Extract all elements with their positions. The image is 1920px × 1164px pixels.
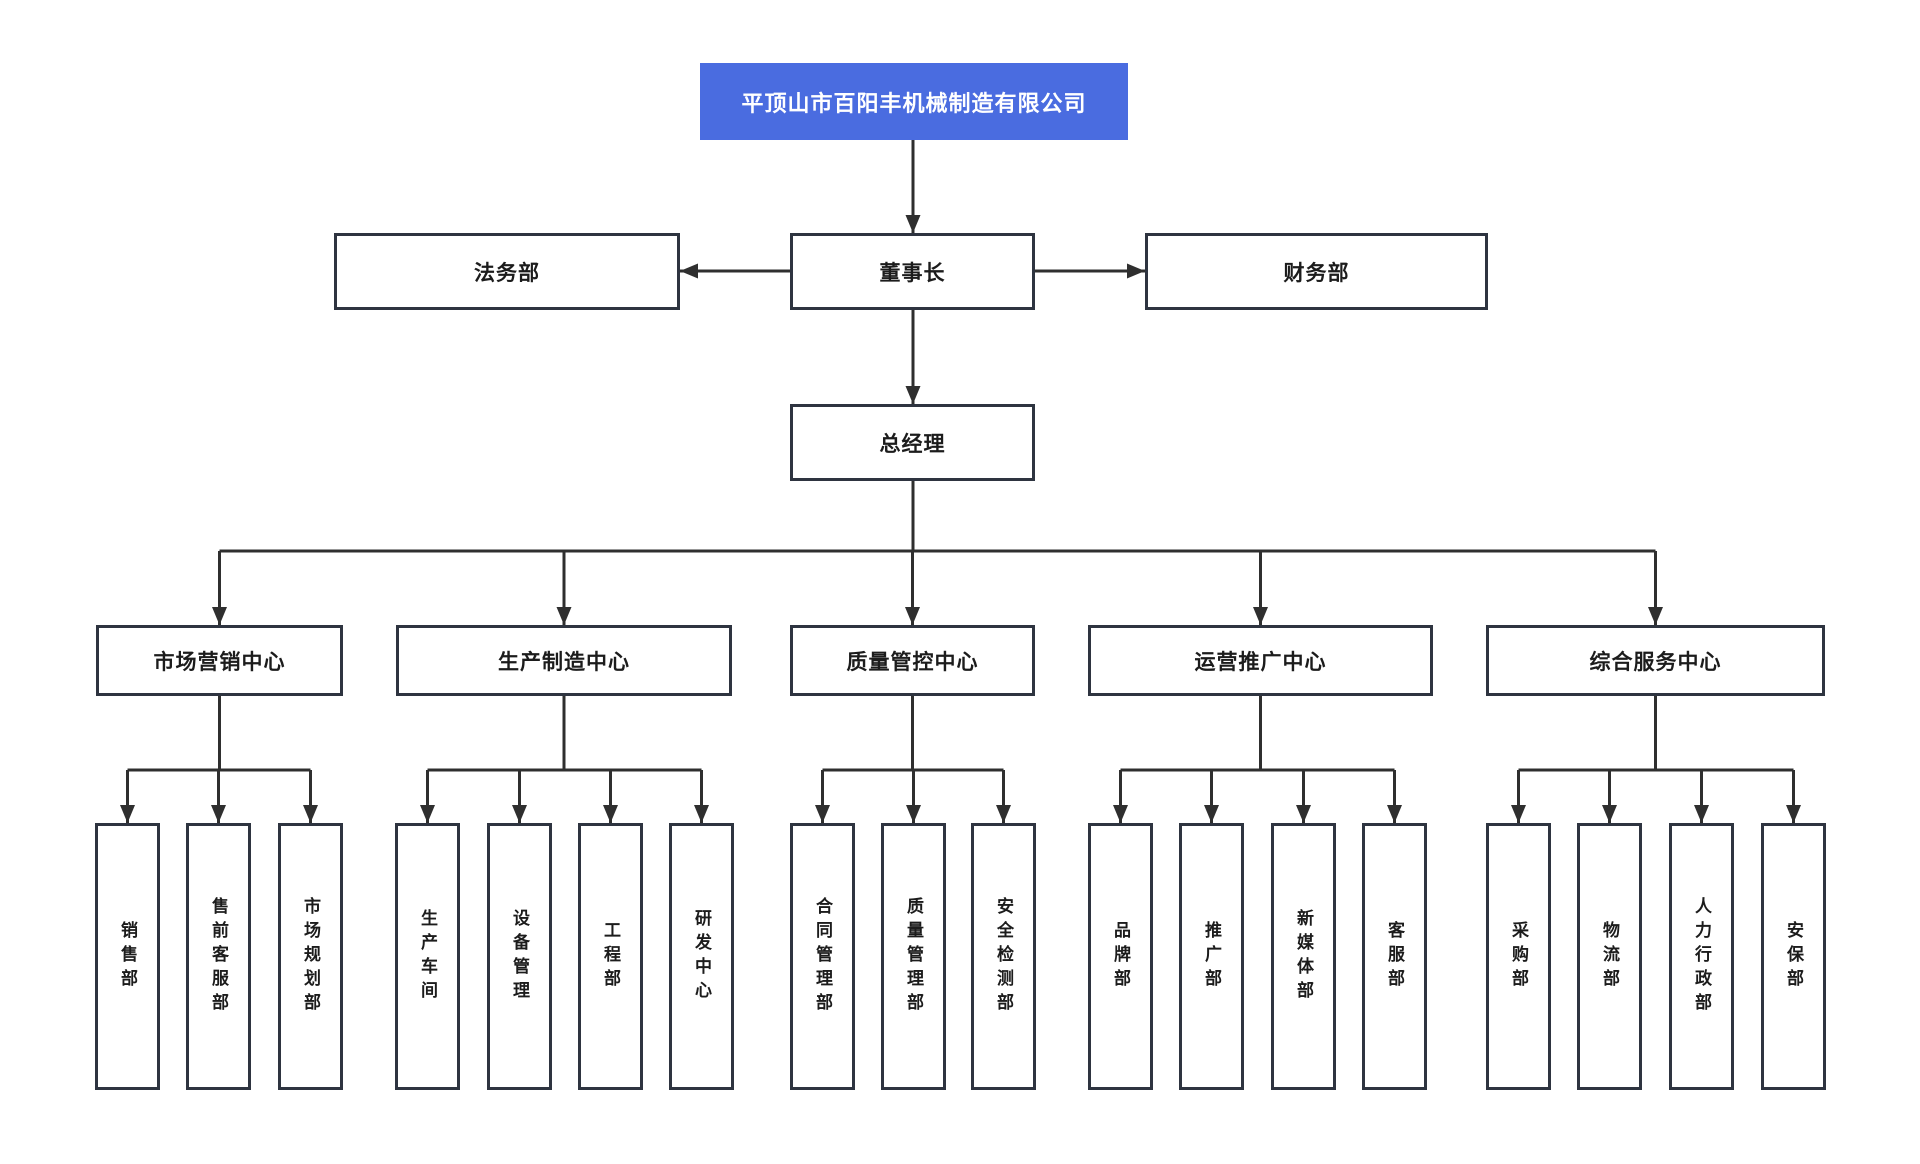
org-node-dept-logistics-label: 物流部	[1600, 920, 1619, 993]
org-node-dept-promotion[interactable]: 推广部	[1179, 823, 1244, 1090]
org-node-dept-contract-mgmt-label: 合同管理部	[813, 896, 832, 1017]
org-node-center-operations-label: 运营推广中心	[1194, 650, 1327, 674]
org-node-dept-presales-service[interactable]: 售前客服部	[186, 823, 251, 1090]
org-node-dept-sales-label: 销售部	[118, 920, 137, 993]
org-node-dept-promotion-label: 推广部	[1202, 920, 1221, 993]
org-node-finance-dept[interactable]: 财务部	[1145, 233, 1488, 310]
org-node-center-quality[interactable]: 质量管控中心	[790, 625, 1035, 696]
org-node-center-quality-label: 质量管控中心	[846, 650, 979, 674]
org-node-dept-safety-testing[interactable]: 安全检测部	[971, 823, 1036, 1090]
org-node-finance-dept-label: 财务部	[1283, 261, 1350, 285]
org-node-general-manager-label: 总经理	[879, 432, 946, 456]
org-node-dept-quality-mgmt-label: 质量管理部	[904, 896, 923, 1017]
org-node-dept-sales[interactable]: 销售部	[95, 823, 160, 1090]
org-node-legal-dept[interactable]: 法务部	[334, 233, 680, 310]
org-node-dept-security[interactable]: 安保部	[1761, 823, 1826, 1090]
org-node-dept-procurement-label: 采购部	[1509, 920, 1528, 993]
org-node-dept-rnd-center[interactable]: 研发中心	[669, 823, 734, 1090]
org-node-company-label: 平顶山市百阳丰机械制造有限公司	[741, 90, 1087, 116]
org-node-dept-equipment-mgmt-label: 设备管理	[510, 908, 529, 1005]
org-node-dept-security-label: 安保部	[1784, 920, 1803, 993]
org-node-dept-engineering-label: 工程部	[601, 920, 620, 993]
org-node-dept-new-media-label: 新媒体部	[1294, 908, 1313, 1005]
org-node-center-marketing[interactable]: 市场营销中心	[96, 625, 343, 696]
org-node-dept-procurement[interactable]: 采购部	[1486, 823, 1551, 1090]
org-node-dept-rnd-center-label: 研发中心	[692, 908, 711, 1005]
org-node-dept-production-workshop-label: 生产车间	[418, 908, 437, 1005]
org-node-center-production[interactable]: 生产制造中心	[396, 625, 732, 696]
org-node-dept-customer-service-label: 客服部	[1385, 920, 1404, 993]
org-node-dept-engineering[interactable]: 工程部	[578, 823, 643, 1090]
org-node-dept-presales-service-label: 售前客服部	[209, 896, 228, 1017]
org-node-center-services-label: 综合服务中心	[1589, 650, 1722, 674]
org-node-dept-new-media[interactable]: 新媒体部	[1271, 823, 1336, 1090]
org-node-dept-production-workshop[interactable]: 生产车间	[395, 823, 460, 1090]
org-node-center-marketing-label: 市场营销中心	[153, 650, 286, 674]
org-node-dept-customer-service[interactable]: 客服部	[1362, 823, 1427, 1090]
org-node-dept-market-planning-label: 市场规划部	[301, 896, 320, 1017]
org-node-dept-quality-mgmt[interactable]: 质量管理部	[881, 823, 946, 1090]
org-node-dept-brand-label: 品牌部	[1111, 920, 1130, 993]
org-node-legal-dept-label: 法务部	[474, 261, 540, 285]
org-node-dept-hr-admin[interactable]: 人力行政部	[1669, 823, 1734, 1090]
org-node-dept-market-planning[interactable]: 市场规划部	[278, 823, 343, 1090]
org-node-chairman-label: 董事长	[879, 261, 946, 285]
org-node-center-operations[interactable]: 运营推广中心	[1088, 625, 1433, 696]
org-node-company[interactable]: 平顶山市百阳丰机械制造有限公司	[700, 63, 1128, 140]
org-node-center-production-label: 生产制造中心	[498, 650, 630, 674]
org-node-chairman[interactable]: 董事长	[790, 233, 1035, 310]
org-node-dept-brand[interactable]: 品牌部	[1088, 823, 1153, 1090]
org-node-dept-logistics[interactable]: 物流部	[1577, 823, 1642, 1090]
org-node-dept-hr-admin-label: 人力行政部	[1692, 896, 1711, 1017]
org-node-dept-contract-mgmt[interactable]: 合同管理部	[790, 823, 855, 1090]
org-node-center-services[interactable]: 综合服务中心	[1486, 625, 1825, 696]
org-node-general-manager[interactable]: 总经理	[790, 404, 1035, 481]
org-node-dept-safety-testing-label: 安全检测部	[994, 896, 1013, 1017]
org-node-dept-equipment-mgmt[interactable]: 设备管理	[487, 823, 552, 1090]
